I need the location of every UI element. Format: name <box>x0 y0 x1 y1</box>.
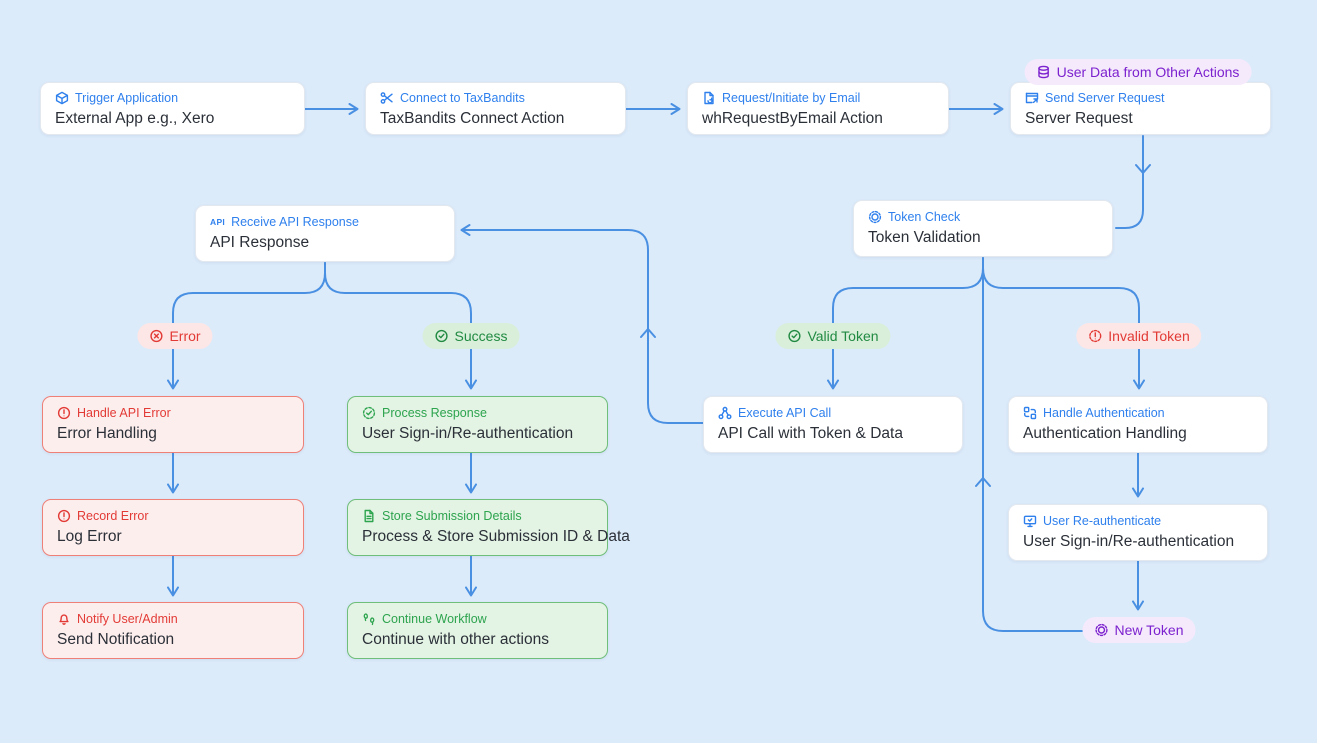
node-label: Process Response <box>382 406 487 420</box>
badge-label: Valid Token <box>807 328 879 344</box>
badge-success[interactable]: Success <box>422 323 520 349</box>
node-title: API Response <box>210 234 310 251</box>
bell-icon <box>57 612 71 626</box>
node-title: User Sign-in/Re-authentication <box>362 425 574 442</box>
node-label: Handle Authentication <box>1043 406 1165 420</box>
check-circle-icon <box>787 329 801 343</box>
alert-circle-icon <box>57 509 71 523</box>
node-continue-workflow[interactable]: Continue Workflow Continue with other ac… <box>347 602 608 659</box>
footprints-icon <box>362 612 376 626</box>
node-title: Authentication Handling <box>1023 425 1187 442</box>
node-label: Handle API Error <box>77 406 171 420</box>
file-icon <box>362 509 376 523</box>
node-title: API Call with Token & Data <box>718 425 903 442</box>
badge-new-token[interactable]: New Token <box>1082 617 1196 643</box>
repeat-squares-icon <box>1023 406 1037 420</box>
badge-invalid-token[interactable]: Invalid Token <box>1076 323 1202 349</box>
node-label: Receive API Response <box>231 215 359 229</box>
badge-label: Error <box>169 328 201 344</box>
badge-label: User Data from Other Actions <box>1056 64 1240 80</box>
node-whrequestbyemail[interactable]: Request/Initiate by Email whRequestByEma… <box>687 82 949 135</box>
node-store-submission[interactable]: Store Submission Details Process & Store… <box>347 499 630 556</box>
x-circle-icon <box>149 329 163 343</box>
node-process-response[interactable]: Process Response User Sign-in/Re-authent… <box>347 396 608 453</box>
badge-error[interactable]: Error <box>137 323 213 349</box>
node-log-error[interactable]: Record Error Log Error <box>42 499 304 556</box>
token-icon <box>868 210 882 224</box>
check-dashed-icon <box>362 406 376 420</box>
node-server-request[interactable]: Send Server Request Server Request <box>1010 82 1271 135</box>
node-title: whRequestByEmail Action <box>702 110 883 127</box>
node-taxbandits-connect[interactable]: Connect to TaxBandits TaxBandits Connect… <box>365 82 626 135</box>
file-refresh-icon <box>702 91 716 105</box>
connect-icon <box>380 91 394 105</box>
check-circle-icon <box>435 329 449 343</box>
node-label: Execute API Call <box>738 406 832 420</box>
node-label: Record Error <box>77 509 149 523</box>
node-label: User Re-authenticate <box>1043 514 1162 528</box>
node-title: Process & Store Submission ID & Data <box>362 528 630 545</box>
node-label: Connect to TaxBandits <box>400 91 525 105</box>
node-title: Token Validation <box>868 229 981 246</box>
monitor-check-icon <box>1023 514 1037 528</box>
node-title: TaxBandits Connect Action <box>380 110 565 127</box>
node-title: Server Request <box>1025 110 1133 127</box>
node-api-response[interactable]: API Receive API Response API Response <box>195 205 455 262</box>
node-title: User Sign-in/Re-authentication <box>1023 533 1235 550</box>
network-icon <box>718 406 732 420</box>
node-token-validation[interactable]: Token Check Token Validation <box>853 200 1113 257</box>
node-label: Store Submission Details <box>382 509 522 523</box>
api-text-icon: API <box>210 217 226 227</box>
node-api-call[interactable]: Execute API Call API Call with Token & D… <box>703 396 963 453</box>
database-icon <box>1037 65 1051 79</box>
alert-dashed-icon <box>1088 329 1102 343</box>
node-label: Continue Workflow <box>382 612 487 626</box>
badge-label: New Token <box>1114 622 1184 638</box>
node-label: Trigger Application <box>75 91 179 105</box>
node-title: Log Error <box>57 528 122 545</box>
node-user-reauth[interactable]: User Re-authenticate User Sign-in/Re-aut… <box>1008 504 1268 561</box>
node-label: Send Server Request <box>1045 91 1165 105</box>
node-title: Continue with other actions <box>362 631 549 648</box>
node-send-notification[interactable]: Notify User/Admin Send Notification <box>42 602 304 659</box>
window-arrow-icon <box>1025 91 1039 105</box>
node-label: Request/Initiate by Email <box>722 91 861 105</box>
cube-icon <box>55 91 69 105</box>
node-auth-handling[interactable]: Handle Authentication Authentication Han… <box>1008 396 1268 453</box>
badge-label: Invalid Token <box>1108 328 1190 344</box>
node-title: Send Notification <box>57 631 175 648</box>
badge-user-data-from-other-actions[interactable]: User Data from Other Actions <box>1024 59 1252 85</box>
node-error-handling[interactable]: Handle API Error Error Handling <box>42 396 304 453</box>
node-label: Token Check <box>888 210 961 224</box>
alert-circle-icon <box>57 406 71 420</box>
node-title: External App e.g., Xero <box>55 110 215 127</box>
node-label: Notify User/Admin <box>77 612 178 626</box>
badge-label: Success <box>454 328 508 344</box>
node-external-app[interactable]: Trigger Application External App e.g., X… <box>40 82 305 135</box>
token-icon <box>1094 623 1108 637</box>
badge-valid-token[interactable]: Valid Token <box>775 323 891 349</box>
node-title: Error Handling <box>57 425 157 442</box>
